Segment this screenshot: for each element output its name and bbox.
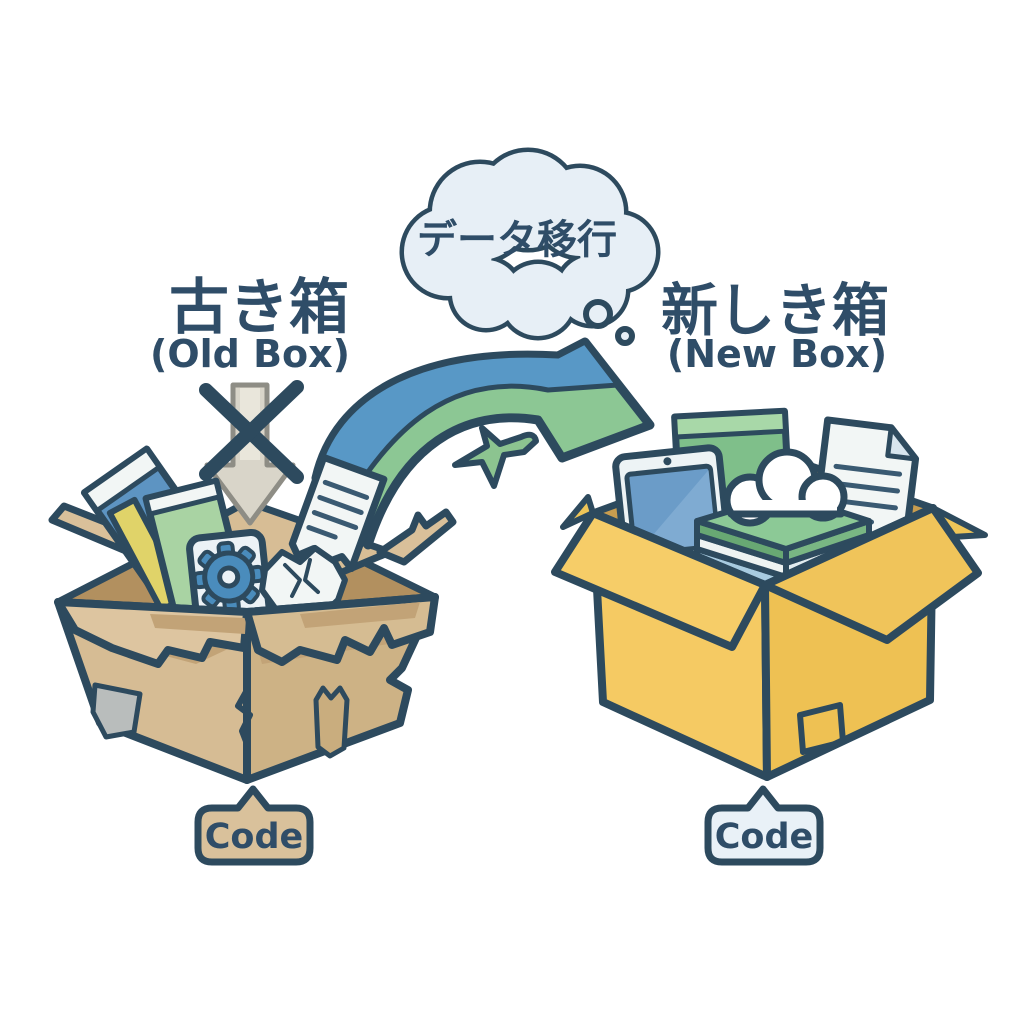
new-box-flap-left xyxy=(551,509,769,651)
new-box-code-tag: Code xyxy=(704,785,824,866)
new-box-label-square xyxy=(797,702,846,755)
document-lines xyxy=(306,479,370,540)
thought-cloud: データ移行 xyxy=(399,147,661,346)
old-box-contents xyxy=(80,445,388,633)
blocked-arrow xyxy=(199,380,304,526)
crumpled-paper-icon xyxy=(259,545,348,621)
tablet-camera-dot xyxy=(663,457,672,466)
old-box-heading: 古き箱 (Old Box) xyxy=(150,273,350,376)
cloud-label: データ移行 xyxy=(417,217,617,263)
old-box-flap-shadow-left xyxy=(150,614,246,634)
new-box-subtitle: (New Box) xyxy=(667,332,887,376)
thought-dot-small xyxy=(615,326,635,346)
paper-plane-icon xyxy=(452,425,539,489)
new-box-heading: 新しき箱 (New Box) xyxy=(661,278,889,376)
old-box-flap-shadow-right xyxy=(300,602,420,628)
old-box-tear-flap xyxy=(313,685,350,759)
old-cardboard-box-front xyxy=(54,593,439,784)
old-box-back-flap-right xyxy=(376,508,457,566)
gear-icon xyxy=(192,540,265,614)
old-box-title: 古き箱 xyxy=(169,273,349,343)
old-box-code-tag: Code xyxy=(194,785,314,866)
new-box-back-flap-left xyxy=(560,494,596,530)
x-mark-icon xyxy=(199,380,304,484)
new-box-tag-label: Code xyxy=(715,817,814,857)
gear-card xyxy=(186,528,274,633)
old-box-tag-label: Code xyxy=(205,817,304,857)
old-box-subtitle: (Old Box) xyxy=(150,332,350,376)
new-cardboard-box xyxy=(551,407,988,781)
old-box-torn-patch xyxy=(90,682,143,740)
migration-arrow-blue-band xyxy=(313,339,621,515)
new-box-contents xyxy=(612,407,920,594)
new-box-flap-right xyxy=(761,504,982,644)
thought-dot-large xyxy=(583,299,613,329)
migration-arrow xyxy=(311,337,655,550)
document-fold-corner xyxy=(885,425,919,462)
cloud-icon xyxy=(723,448,848,527)
old-box-crack xyxy=(235,687,253,747)
new-box-title: 新しき箱 xyxy=(661,278,889,344)
